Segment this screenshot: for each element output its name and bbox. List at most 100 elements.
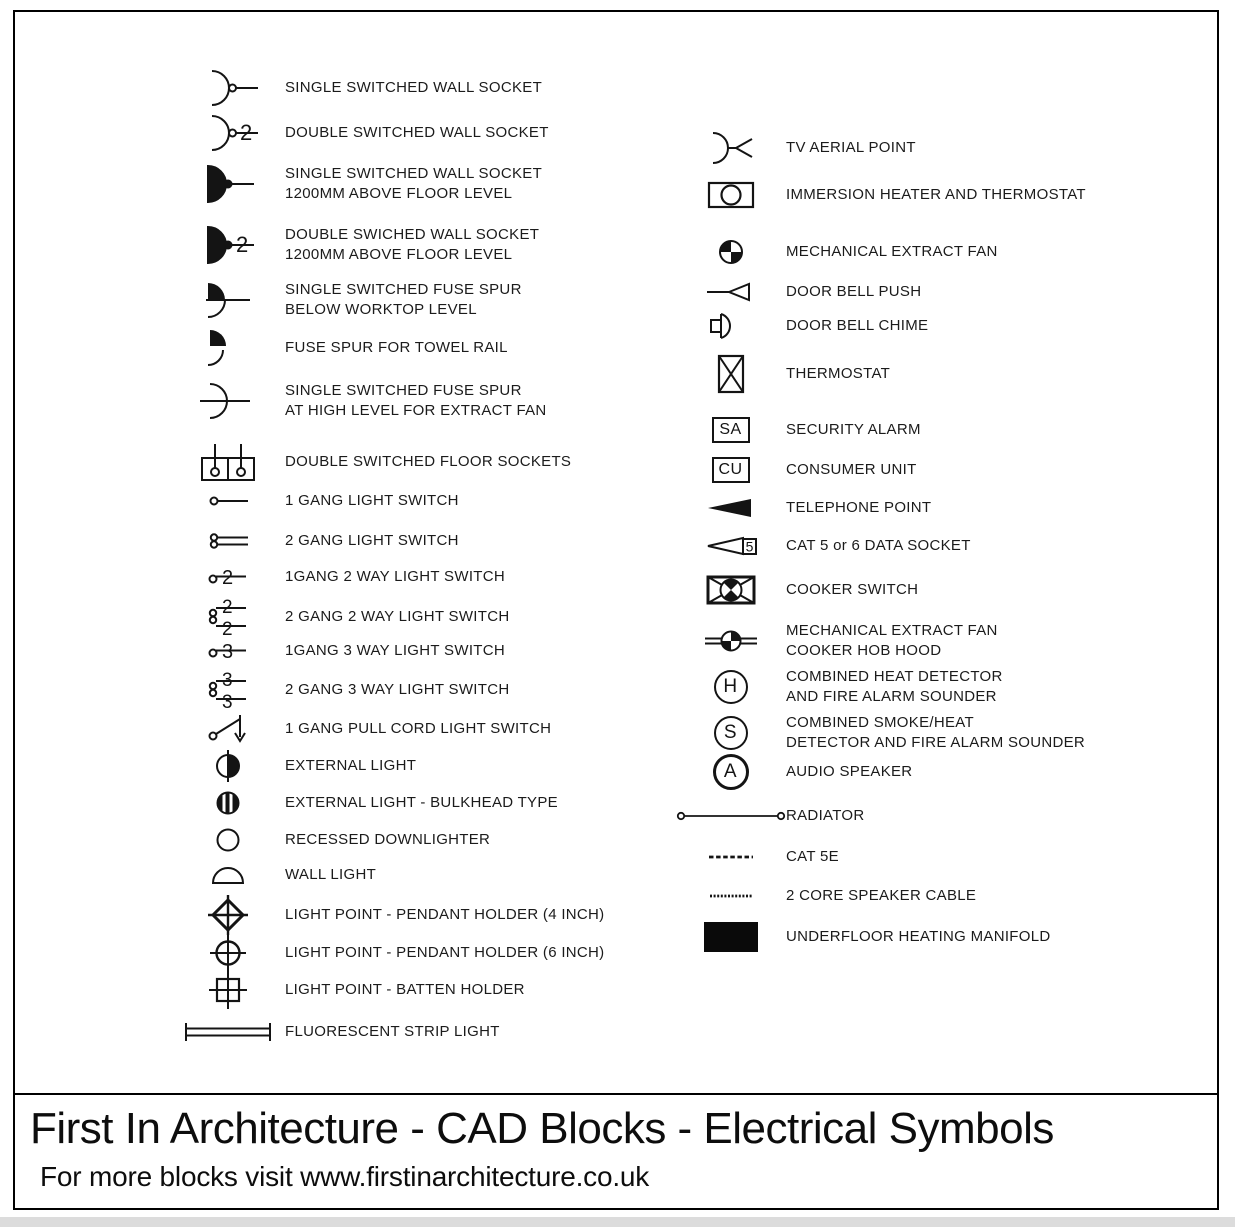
one-gang-3-way-switch-icon: 3	[170, 631, 285, 671]
legend-row-pull-cord-switch: 1 GANG PULL CORD LIGHT SWITCH	[170, 699, 551, 759]
legend-row-fuse-spur-high-level: SINGLE SWITCHED FUSE SPUR AT HIGH LEVEL …	[170, 371, 547, 431]
legend-label: TELEPHONE POINT	[786, 499, 932, 516]
legend-row-pendant-holder-6inch: LIGHT POINT - PENDANT HOLDER (6 INCH)	[170, 923, 604, 983]
wall-light-icon	[170, 855, 285, 895]
single-switched-wall-socket-icon	[170, 68, 285, 108]
legend-row-door-bell-chime: DOOR BELL CHIME	[675, 296, 928, 356]
legend-row-telephone-point: TELEPHONE POINT	[675, 478, 931, 538]
legend-label: DOUBLE SWICHED WALL SOCKET	[285, 226, 540, 243]
double-socket-1200mm-icon: 2	[170, 225, 285, 265]
single-socket-1200mm-icon	[170, 164, 285, 204]
legend-row-single-switched-wall-socket: SINGLE SWITCHED WALL SOCKET	[170, 58, 542, 118]
legend-row-extract-fan-hob-hood: MECHANICAL EXTRACT FAN COOKER HOB HOOD	[675, 611, 998, 671]
legend-label: CAT 5 or 6 DATA SOCKET	[786, 537, 971, 554]
sheet-title: First In Architecture - CAD Blocks - Ele…	[30, 1104, 1054, 1153]
legend-row-tv-aerial-point: TV AERIAL POINT	[675, 118, 916, 178]
legend-row-1-gang-switch: 1 GANG LIGHT SWITCH	[170, 471, 459, 531]
legend-row-double-floor-sockets: DOUBLE SWITCHED FLOOR SOCKETS	[170, 432, 571, 492]
legend-label: DOOR BELL CHIME	[786, 317, 929, 334]
legend-label: DOOR BELL PUSH	[786, 283, 922, 300]
svg-text:3: 3	[222, 641, 233, 663]
legend-label: 1 GANG PULL CORD LIGHT SWITCH	[285, 720, 552, 737]
legend-label-line2: DETECTOR AND FIRE ALARM SOUNDER	[786, 734, 1086, 751]
legend-row-cat5-data-socket: 5 CAT 5 or 6 DATA SOCKET	[675, 516, 971, 576]
bottom-edge-strip	[0, 1217, 1235, 1227]
legend-row-external-light: EXTERNAL LIGHT	[170, 736, 416, 796]
extract-fan-cooker-hob-hood-icon	[675, 621, 786, 661]
one-gang-light-switch-icon	[170, 481, 285, 521]
light-point-batten-holder-icon	[170, 968, 285, 1012]
legend-label: CAT 5E	[786, 848, 839, 865]
legend-label-line2: COOKER HOB HOOD	[786, 642, 942, 659]
two-gang-3-way-switch-icon: 3 3	[170, 668, 285, 712]
legend-label: SINGLE SWITCHED WALL SOCKET	[285, 79, 543, 96]
consumer-unit-symbol-text: CU	[718, 461, 743, 478]
legend-row-security-alarm: SA SECURITY ALARM	[675, 400, 921, 460]
legend-label: SINGLE SWITCHED WALL SOCKET	[285, 165, 543, 182]
legend-row-2-gang-2-way-switch: 2 2 2 GANG 2 WAY LIGHT SWITCH	[170, 587, 509, 647]
svg-text:3: 3	[222, 692, 233, 712]
external-light-bulkhead-icon	[170, 781, 285, 825]
door-bell-chime-icon	[675, 306, 786, 346]
legend-label: DOUBLE SWITCHED WALL SOCKET	[285, 124, 549, 141]
sheet-subtitle: For more blocks visit www.firstinarchite…	[40, 1161, 650, 1192]
cat5e-cable-icon	[675, 837, 786, 877]
double-switched-wall-socket-icon: 2	[170, 113, 285, 153]
audio-speaker-symbol-text: A	[723, 761, 738, 782]
legend-row-speaker-cable: 2 CORE SPEAKER CABLE	[675, 866, 976, 926]
legend-row-smoke-heat-detector: S COMBINED SMOKE/HEAT DETECTOR AND FIRE …	[675, 703, 1085, 763]
legend-row-1-gang-2-way-switch: 2 1GANG 2 WAY LIGHT SWITCH	[170, 547, 505, 607]
legend-row-single-socket-1200mm: SINGLE SWITCHED WALL SOCKET 1200MM ABOVE…	[170, 154, 542, 214]
legend-label-line2: AT HIGH LEVEL FOR EXTRACT FAN	[285, 402, 547, 419]
legend-row-immersion-heater: IMMERSION HEATER AND THERMOSTAT	[675, 165, 1086, 225]
smoke-heat-detector-icon: S	[713, 716, 748, 750]
legend-label: 2 GANG 2 WAY LIGHT SWITCH	[285, 608, 510, 625]
legend-label: LIGHT POINT - BATTEN HOLDER	[285, 981, 525, 998]
pull-cord-light-switch-icon	[170, 707, 285, 751]
legend-label-line2: BELOW WORKTOP LEVEL	[285, 301, 477, 318]
legend-row-radiator: RADIATOR	[675, 786, 865, 846]
legend-row-fuse-spur-worktop: SINGLE SWITCHED FUSE SPUR BELOW WORKTOP …	[170, 270, 522, 330]
legend-row-underfloor-heating-manifold: UNDERFLOOR HEATING MANIFOLD	[675, 907, 1051, 967]
legend-row-1-gang-3-way-switch: 3 1GANG 3 WAY LIGHT SWITCH	[170, 621, 505, 681]
cat5-data-socket-icon: 5	[675, 526, 786, 566]
double-switched-floor-sockets-icon	[170, 440, 285, 484]
legend-label: 1 GANG LIGHT SWITCH	[285, 492, 459, 509]
security-alarm-symbol-text: SA	[719, 421, 742, 438]
consumer-unit-icon: CU	[711, 457, 750, 483]
legend-label-line2: 1200MM ABOVE FLOOR LEVEL	[285, 246, 513, 263]
legend-row-fluorescent-strip: FLUORESCENT STRIP LIGHT	[170, 1002, 500, 1062]
legend-label: EXTERNAL LIGHT	[285, 757, 417, 774]
legend-label: WALL LIGHT	[285, 866, 377, 883]
legend-label: THERMOSTAT	[786, 365, 891, 382]
fuse-spur-below-worktop-icon	[170, 280, 285, 320]
legend-row-external-light-bulkhead: EXTERNAL LIGHT - BULKHEAD TYPE	[170, 773, 558, 833]
tv-aerial-point-icon	[675, 128, 786, 168]
legend-row-cat5e-cable: CAT 5E	[675, 827, 839, 887]
legend-row-batten-holder: LIGHT POINT - BATTEN HOLDER	[170, 960, 525, 1020]
legend-row-consumer-unit: CU CONSUMER UNIT	[675, 440, 917, 500]
legend-label: 2 GANG 3 WAY LIGHT SWITCH	[285, 681, 510, 698]
one-gang-2-way-switch-icon: 2	[170, 557, 285, 597]
underfloor-heating-manifold-icon	[675, 917, 786, 957]
legend-row-mechanical-extract-fan: MECHANICAL EXTRACT FAN	[675, 222, 998, 282]
legend-row-audio-speaker: A AUDIO SPEAKER	[675, 742, 912, 802]
legend-row-pendant-holder-4inch: LIGHT POINT - PENDANT HOLDER (4 INCH)	[170, 885, 604, 945]
legend-row-double-socket-1200mm: 2 DOUBLE SWICHED WALL SOCKET 1200MM ABOV…	[170, 215, 539, 275]
legend-row-double-switched-wall-socket: 2 DOUBLE SWITCHED WALL SOCKET	[170, 103, 549, 163]
legend-label-line2: AND FIRE ALARM SOUNDER	[786, 688, 997, 705]
two-gang-light-switch-icon	[170, 521, 285, 561]
mechanical-extract-fan-icon	[675, 232, 786, 272]
legend-label: EXTERNAL LIGHT - BULKHEAD TYPE	[285, 794, 558, 811]
legend-label: IMMERSION HEATER AND THERMOSTAT	[786, 186, 1086, 203]
legend-label: UNDERFLOOR HEATING MANIFOLD	[786, 928, 1051, 945]
door-bell-push-icon	[675, 272, 786, 312]
light-point-pendant-6inch-icon	[170, 931, 285, 975]
cooker-switch-icon	[675, 568, 786, 612]
two-gang-2-way-switch-icon: 2 2	[170, 595, 285, 639]
legend-label: TV AERIAL POINT	[786, 139, 916, 156]
legend-label: CONSUMER UNIT	[786, 461, 917, 478]
legend-label: COMBINED SMOKE/HEAT	[786, 714, 974, 731]
fluorescent-strip-light-icon	[170, 1012, 285, 1052]
legend-label: 1GANG 2 WAY LIGHT SWITCH	[285, 568, 506, 585]
